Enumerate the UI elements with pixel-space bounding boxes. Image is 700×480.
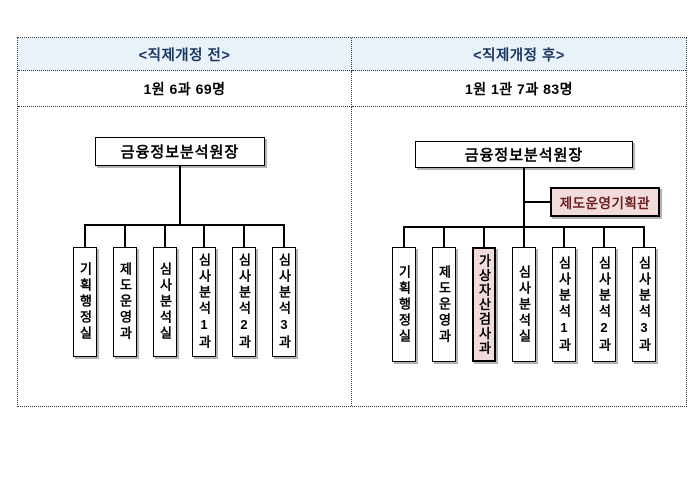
connector-line bbox=[84, 224, 86, 248]
org-unit-box-highlighted: 가상자산검사과 bbox=[472, 247, 496, 362]
org-unit-box: 심사분석2과 bbox=[232, 247, 256, 357]
org-unit-label: 기획행정실 bbox=[396, 264, 412, 345]
org-unit-box: 기획행정실 bbox=[73, 247, 97, 357]
staff-unit-label: 제도운영기획관 bbox=[559, 196, 651, 211]
org-unit-box: 기획행정실 bbox=[392, 247, 416, 362]
connector-line bbox=[403, 226, 405, 248]
right-root-box: 금융정보분석원장 bbox=[415, 141, 633, 168]
connector-line bbox=[643, 226, 645, 248]
connector-line bbox=[603, 226, 605, 248]
org-unit-label: 심사분석3과 bbox=[636, 255, 652, 354]
left-panel-summary: 1원 6과 69명 bbox=[18, 71, 352, 107]
org-unit-label: 심사분석실 bbox=[157, 262, 173, 342]
connector-line bbox=[523, 201, 550, 203]
connector-line bbox=[179, 166, 181, 225]
org-unit-label: 기획행정실 bbox=[77, 262, 93, 342]
left-root-label: 금융정보분석원장 bbox=[120, 144, 240, 161]
org-unit-label: 심사분석1과 bbox=[196, 253, 212, 351]
left-panel-title: <직제개정 전> bbox=[18, 38, 352, 71]
comparison-table: <직제개정 전> <직제개정 후> 1원 6과 69명 1원 1관 7과 83명… bbox=[17, 37, 687, 407]
org-unit-box: 심사분석2과 bbox=[592, 247, 616, 362]
org-unit-box: 심사분석1과 bbox=[552, 247, 576, 362]
org-unit-box: 심사분석실 bbox=[153, 247, 177, 357]
left-root-box: 금융정보분석원장 bbox=[95, 137, 265, 166]
org-unit-box: 심사분석3과 bbox=[632, 247, 656, 362]
right-panel-title: <직제개정 후> bbox=[352, 38, 686, 71]
left-org-chart: 금융정보분석원장 기획행정실 제도운영과 심사분석실 심사분석1과 심사분석2과… bbox=[18, 107, 352, 406]
staff-unit-box: 제도운영기획관 bbox=[550, 187, 660, 217]
connector-line bbox=[164, 224, 166, 248]
org-unit-label: 제도운영과 bbox=[436, 264, 452, 345]
org-unit-box: 심사분석1과 bbox=[192, 247, 216, 357]
connector-line bbox=[523, 226, 525, 248]
connector-line bbox=[523, 168, 525, 226]
org-unit-label: 심사분석2과 bbox=[596, 255, 612, 354]
org-unit-label: 심사분석1과 bbox=[556, 255, 572, 354]
right-org-chart: 금융정보분석원장 제도운영기획관 기획행정실 제도운영과 가상자산검사과 심사분… bbox=[352, 107, 686, 406]
connector-line bbox=[483, 226, 485, 248]
org-unit-label: 심사분석실 bbox=[516, 264, 532, 345]
org-unit-box: 제도운영과 bbox=[432, 247, 456, 362]
org-unit-box: 심사분석실 bbox=[512, 247, 536, 362]
org-unit-box: 제도운영과 bbox=[113, 247, 137, 357]
connector-line bbox=[203, 224, 205, 248]
right-panel-summary: 1원 1관 7과 83명 bbox=[352, 71, 686, 107]
connector-line bbox=[124, 224, 126, 248]
connector-line bbox=[563, 226, 565, 248]
org-unit-label: 제도운영과 bbox=[117, 262, 133, 342]
connector-line bbox=[84, 224, 284, 226]
org-unit-box: 심사분석3과 bbox=[272, 247, 296, 357]
connector-line bbox=[283, 224, 285, 248]
connector-line bbox=[243, 224, 245, 248]
org-unit-label: 가상자산검사과 bbox=[476, 253, 492, 356]
right-root-label: 금융정보분석원장 bbox=[464, 147, 584, 164]
connector-line bbox=[443, 226, 445, 248]
org-unit-label: 심사분석3과 bbox=[276, 253, 292, 351]
org-unit-label: 심사분석2과 bbox=[236, 253, 252, 351]
